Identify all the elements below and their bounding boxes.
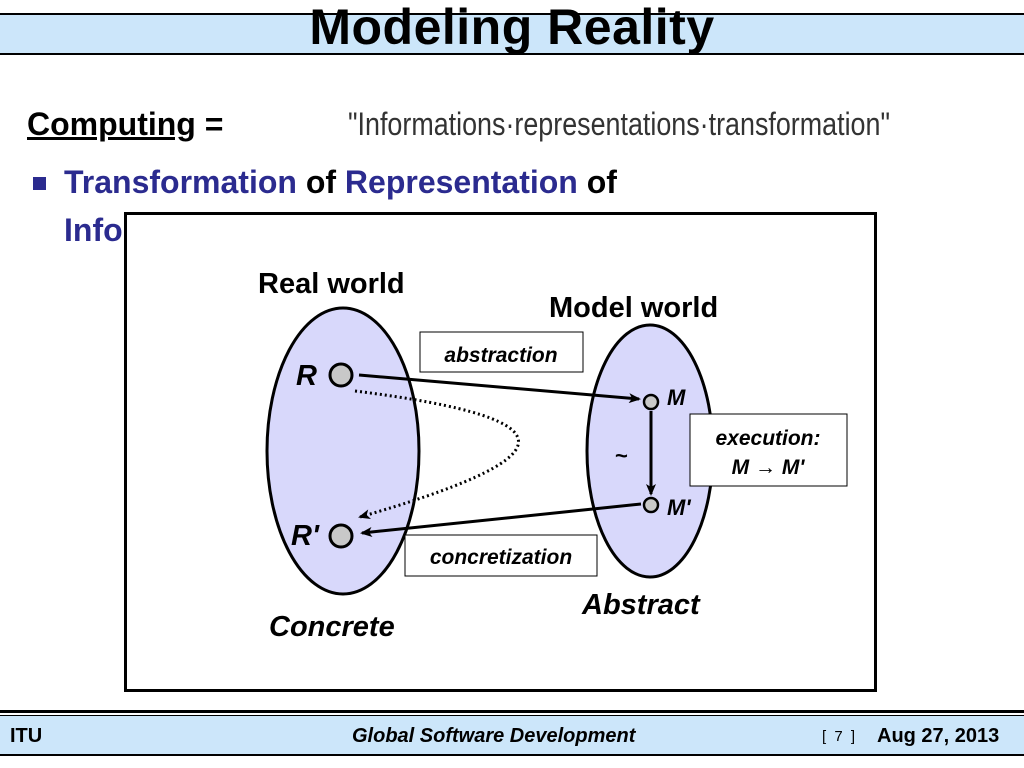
- concrete-label: Concrete: [269, 611, 395, 643]
- bullet-line-1: Transformation of Representation of: [64, 164, 617, 201]
- footer-band: [0, 715, 1024, 756]
- tilde-symbol: ~: [615, 443, 628, 468]
- node-r-label: R: [296, 360, 317, 392]
- abstraction-label-box: [419, 331, 584, 373]
- abstraction-label: abstraction: [444, 344, 557, 367]
- concretization-label: concretization: [430, 546, 572, 569]
- node-m: [642, 393, 660, 411]
- node-m-prime-label: M': [667, 495, 691, 520]
- node-m-prime: [642, 496, 660, 514]
- computing-definition: Computing =: [27, 106, 223, 143]
- node-r: [328, 362, 354, 388]
- execution-label-line2: M → M': [732, 456, 806, 479]
- footer-date: Aug 27, 2013: [877, 725, 1000, 747]
- word-representation: Representation: [344, 164, 578, 200]
- real-world-ellipse: [265, 306, 421, 596]
- execution-label-line1: execution:: [715, 427, 820, 450]
- footer-rule: [0, 710, 1024, 713]
- concretization-arrow: [360, 502, 642, 537]
- title-band: [0, 13, 1024, 55]
- footer-org: ITU: [10, 725, 43, 747]
- equals-sign: =: [195, 106, 224, 142]
- concretization-label-box: [404, 534, 598, 577]
- model-world-label: Model world: [549, 292, 718, 324]
- bullet-line-2: Info: [64, 212, 123, 249]
- node-r-prime-label: R': [291, 520, 320, 552]
- real-world-label: Real world: [258, 268, 405, 300]
- node-m-label: M: [667, 385, 686, 410]
- execution-label-box: [689, 413, 848, 487]
- footer-course: Global Software Development: [352, 725, 636, 747]
- dotted-correspondence-curve: [354, 389, 520, 520]
- slide-title: Modeling Reality: [309, 0, 715, 55]
- word-of-2: of: [577, 164, 617, 200]
- word-transformation: Transformation: [64, 164, 297, 200]
- definition-quote: "Informations·representations·transforma…: [348, 106, 890, 142]
- diagram-svg: Real world Model world Concrete Abstract…: [258, 268, 848, 643]
- abstract-label: Abstract: [581, 589, 701, 621]
- diagram-box: Real world Model world Concrete Abstract…: [124, 212, 877, 692]
- word-of-1: of: [296, 164, 345, 200]
- node-r-prime: [328, 523, 354, 549]
- bullet-square-icon: [33, 177, 46, 190]
- footer-page-number: [ 7 ]: [822, 728, 858, 745]
- abstraction-arrow: [358, 373, 641, 404]
- word-information-fragment: Info: [64, 212, 123, 248]
- computing-term: Computing: [27, 106, 196, 142]
